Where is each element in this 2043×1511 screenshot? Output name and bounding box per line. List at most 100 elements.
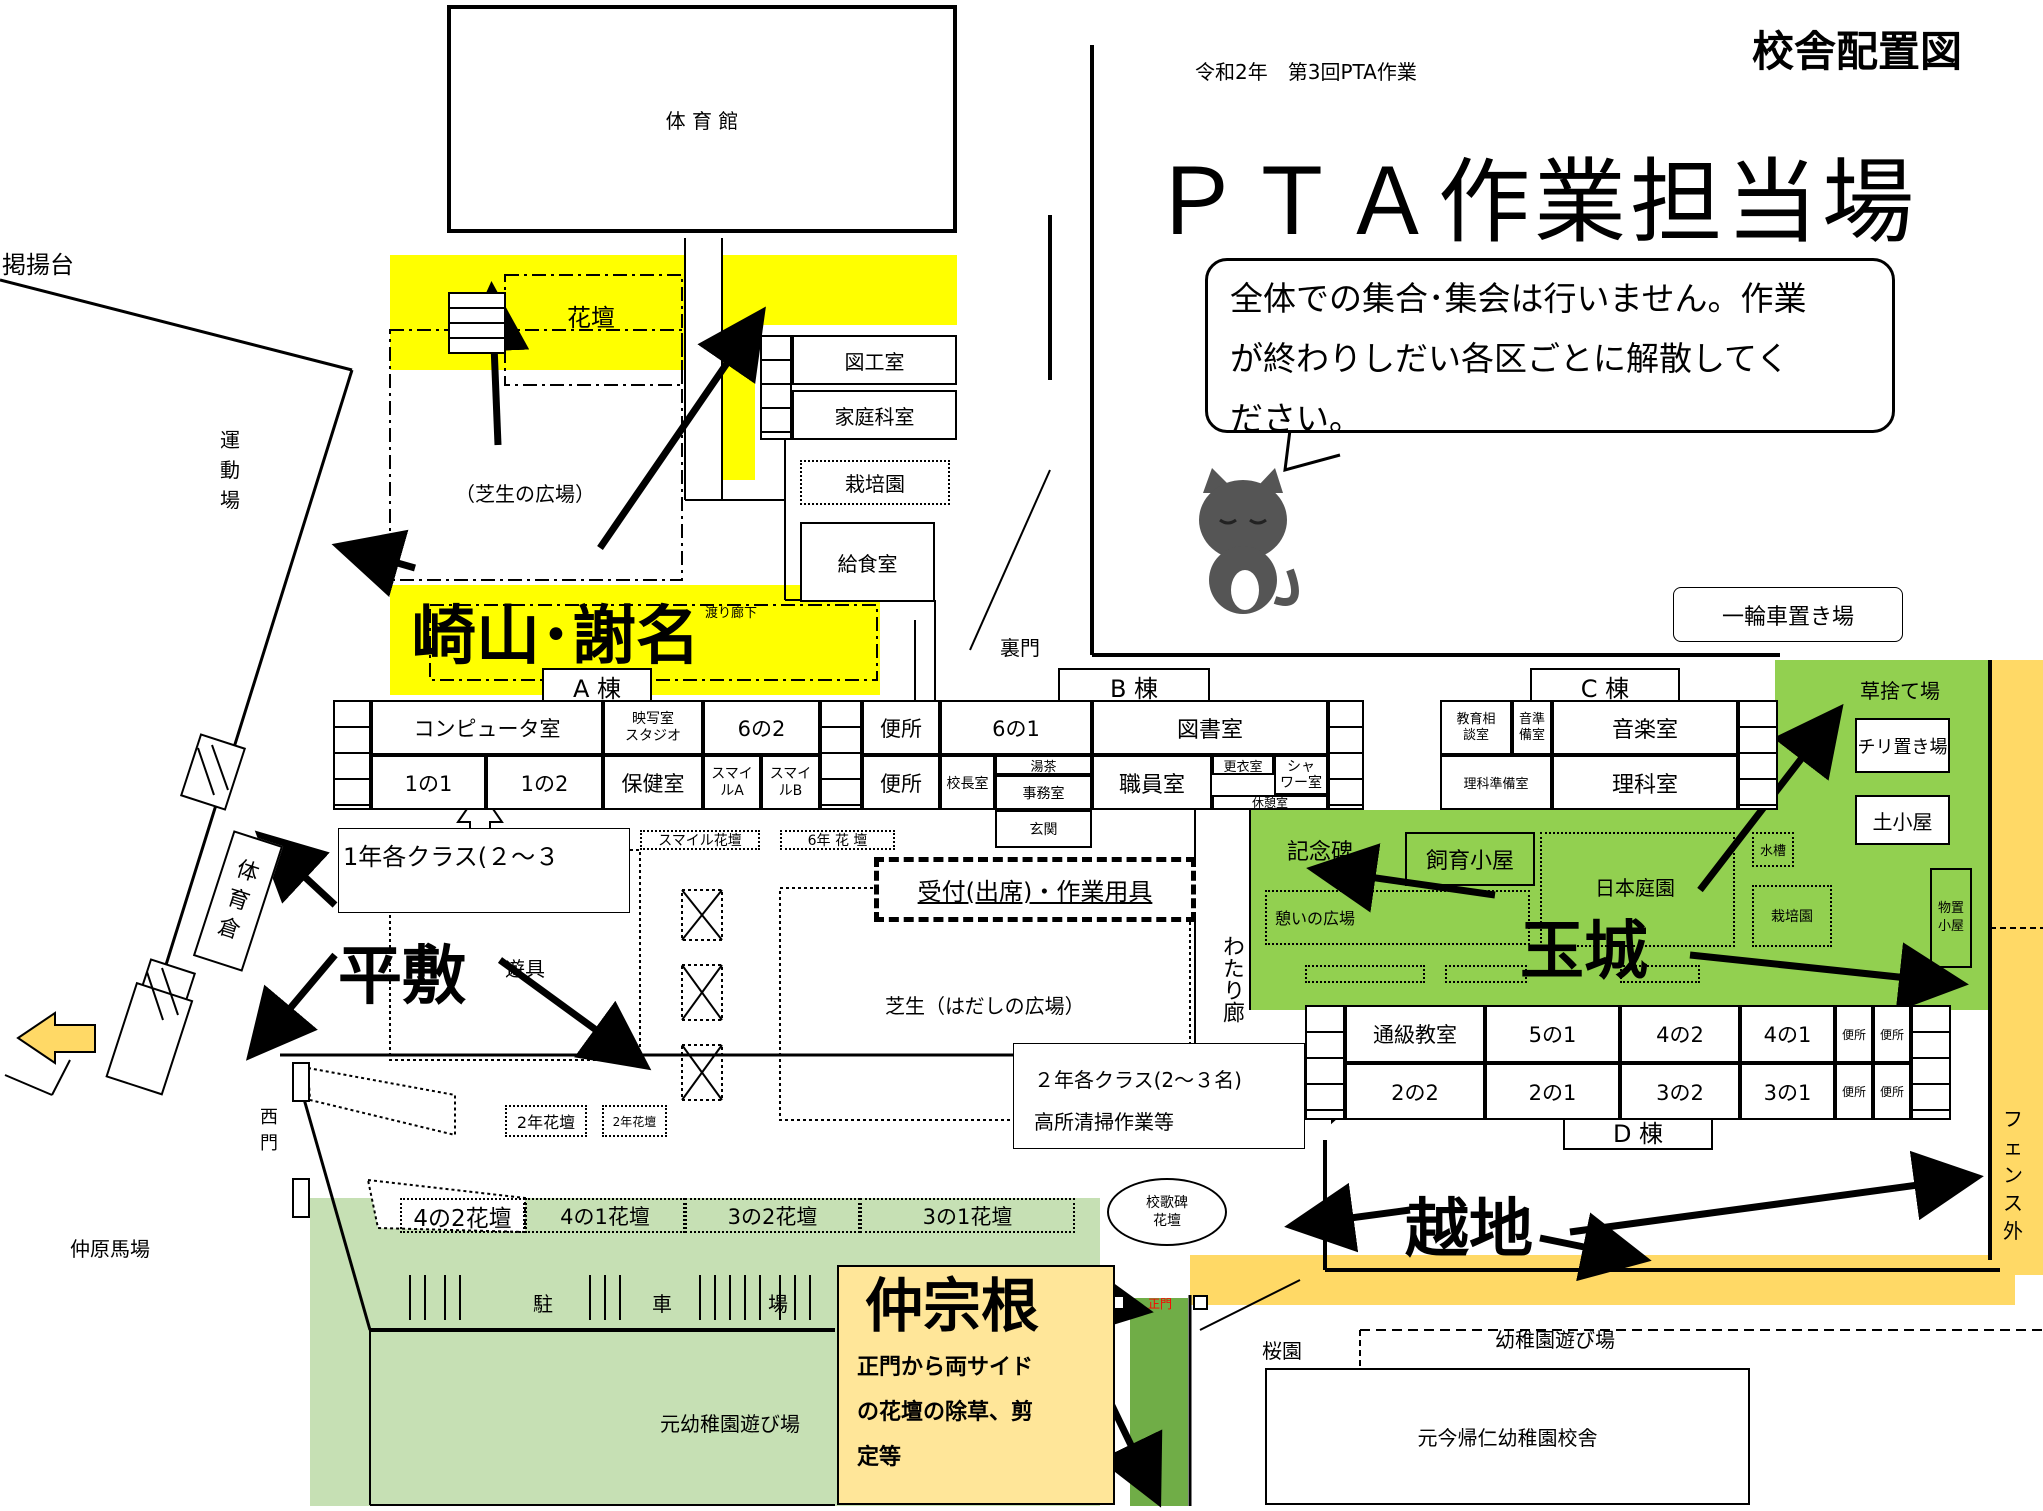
stair-b-right <box>1328 700 1364 810</box>
notice-line-2: が終わりしだい各区ごとに解散してく <box>1230 339 1790 378</box>
room-kyushoku: 給食室 <box>800 522 935 602</box>
grade2-callout: ２年各クラス(2～３名) 高所清掃作業等 <box>1013 1043 1305 1149</box>
room-toilet-a1: 便所 <box>862 700 940 755</box>
fence-label: フ ェ ン ス 外 <box>2003 1107 2023 1243</box>
room-eisha: 映写室 スタジオ <box>603 700 703 755</box>
teien-bar-3 <box>1620 965 1700 983</box>
page-title: 校舎配置図 <box>1752 27 1963 76</box>
room-4-2: 4の2 <box>1620 1005 1740 1063</box>
room-kyukei: 休憩室 <box>1212 795 1328 810</box>
chusha-1: 駐 <box>533 1292 553 1316</box>
room-rika: 理科室 <box>1552 755 1738 810</box>
kinenhi: 記念碑 <box>1286 840 1353 865</box>
shiba-label: 芝生（はだしの広場） <box>885 994 1085 1018</box>
room-hoken: 保健室 <box>603 755 703 810</box>
nakasone-desc-3: 定等 <box>857 1445 902 1470</box>
room-katei: 家庭科室 <box>792 390 957 440</box>
room-ongaku: 音楽室 <box>1552 700 1738 755</box>
b-wing-label: B 棟 <box>1058 668 1210 704</box>
room-5-1: 5の1 <box>1485 1005 1620 1063</box>
tsuchi-goya: 土小屋 <box>1855 795 1950 845</box>
notice-bubble: 全体での集合･集会は行いません。作業 が終わりしだい各区ごとに解散してく ださい… <box>1205 258 1895 438</box>
grade2-text-1: ２年各クラス(2～３名) <box>1034 1068 1242 1092</box>
room-6-1: 6の1 <box>940 700 1092 755</box>
yugu-label: 遊具 <box>505 957 545 981</box>
room-saibai: 栽培園 <box>800 460 950 505</box>
seimon-label: 正門 <box>1148 1297 1173 1311</box>
notice-line-3: ださい。 <box>1230 399 1362 438</box>
undojo-label: 運 動 場 <box>220 428 240 512</box>
zone-nakasone-box: 仲宗根 正門から両サイド の花壇の除草、剪 定等 <box>837 1265 1115 1505</box>
notice-line-1: 全体での集合･集会は行いません。作業 <box>1230 279 1807 318</box>
grade1-callout: 1年各クラス(２～３ <box>338 828 630 913</box>
zone-hirashiki: 平敷 <box>338 940 466 1014</box>
zone-sakiyama: 崎山･謝名 <box>412 600 700 674</box>
room-benjo-d3: 便所 <box>1835 1063 1873 1120</box>
room-library: 図書室 <box>1092 700 1328 755</box>
ichirin-label: 一輪車置き場 <box>1673 587 1903 642</box>
k3-2: 3の2花壇 <box>685 1198 860 1233</box>
reception-box: 受付(出席)・作業用具 <box>874 857 1196 922</box>
zone-tamagusuku: 玉城 <box>1520 915 1648 989</box>
room-6-2: 6の2 <box>703 700 820 755</box>
teien-bar-1 <box>1305 965 1425 983</box>
shiiku-goya: 飼育小屋 <box>1405 832 1535 886</box>
subtitle: 令和2年 第3回PTA作業 <box>1195 60 1417 84</box>
teien-bar-2 <box>1445 965 1527 983</box>
nakasone-desc-2: の花壇の除草、剪 <box>857 1400 1034 1425</box>
room-tsukyu: 通級教室 <box>1345 1005 1485 1063</box>
room-4-1: 4の1 <box>1740 1005 1835 1063</box>
lawn-plaza-label: （芝生の広場） <box>455 482 595 506</box>
room-yucha: 湯茶 <box>995 755 1092 775</box>
gym: 体 育 館 <box>447 5 957 233</box>
ikoi-label: 憩いの広場 <box>1275 909 1356 928</box>
y2-kadan-small: 2年花壇 <box>602 1105 667 1137</box>
stairs <box>448 292 506 354</box>
room-jimu: 事務室 <box>995 775 1092 810</box>
saibai-en-2: 栽培園 <box>1752 885 1832 947</box>
k4-1: 4の1花壇 <box>525 1198 685 1233</box>
chusha-3: 場 <box>768 1292 788 1316</box>
flowerbed-label: 花壇 <box>567 304 615 332</box>
stair-d-right <box>1911 1005 1951 1120</box>
room-3-1: 3の1 <box>1740 1063 1835 1120</box>
grade1-text: 1年各クラス(２～３ <box>343 843 560 871</box>
chusha-2: 車 <box>652 1292 672 1316</box>
stair-zukou <box>760 335 792 440</box>
room-kyoiku-sodan: 教育相 談室 <box>1440 700 1512 755</box>
room-ongaku-jun: 音準 備室 <box>1512 700 1552 755</box>
room-kocho: 校長室 <box>940 755 995 810</box>
zone-koshiji: 越地 <box>1405 1193 1533 1267</box>
room-computer: コンピュータ室 <box>371 700 603 755</box>
room-2-1: 2の1 <box>1485 1063 1620 1120</box>
room-benjo-d4: 便所 <box>1873 1063 1911 1120</box>
cat-illustration <box>1199 468 1299 614</box>
corridor-label: 渡り廊下 <box>705 606 758 621</box>
moto-yochien: 元今帰仁幼稚園校舎 <box>1265 1368 1750 1505</box>
c-wing-label: C 棟 <box>1530 668 1680 704</box>
room-1-1: 1の1 <box>371 755 486 810</box>
orange-zone-fence <box>1990 660 2043 1275</box>
room-shower: シャ ワー室 <box>1274 755 1328 795</box>
nakasone-desc-1: 正門から両サイド <box>857 1355 1034 1380</box>
room-2-2: 2の2 <box>1345 1063 1485 1120</box>
stair-c-right <box>1738 700 1778 810</box>
kusa-sute-ba: 草捨て場 <box>1860 679 1940 703</box>
room-shokuin: 職員室 <box>1092 755 1212 810</box>
room-genkan: 玄関 <box>995 810 1092 848</box>
grade2-text-2: 高所清掃作業等 <box>1034 1110 1174 1134</box>
room-smile-b: スマイ ルB <box>761 755 820 810</box>
stair-d-left <box>1305 1005 1345 1120</box>
suiso: 水槽 <box>1752 832 1794 867</box>
moto-asobiba-label: 元幼稚園遊び場 <box>660 1412 800 1436</box>
sakura-label: 桜園 <box>1262 1339 1302 1363</box>
room-1-2: 1の2 <box>486 755 603 810</box>
k3-1: 3の1花壇 <box>860 1198 1075 1233</box>
gate-post-1 <box>292 1062 310 1102</box>
nihon-teien-label: 日本庭園 <box>1595 876 1675 900</box>
keiyoudai-label: 掲揚台 <box>2 251 74 279</box>
room-3-2: 3の2 <box>1620 1063 1740 1120</box>
nishimon-label: 西 門 <box>260 1107 278 1154</box>
main-heading: ＰＴＡ作業担当場 <box>1150 149 1919 256</box>
teien-area <box>1540 832 1735 947</box>
